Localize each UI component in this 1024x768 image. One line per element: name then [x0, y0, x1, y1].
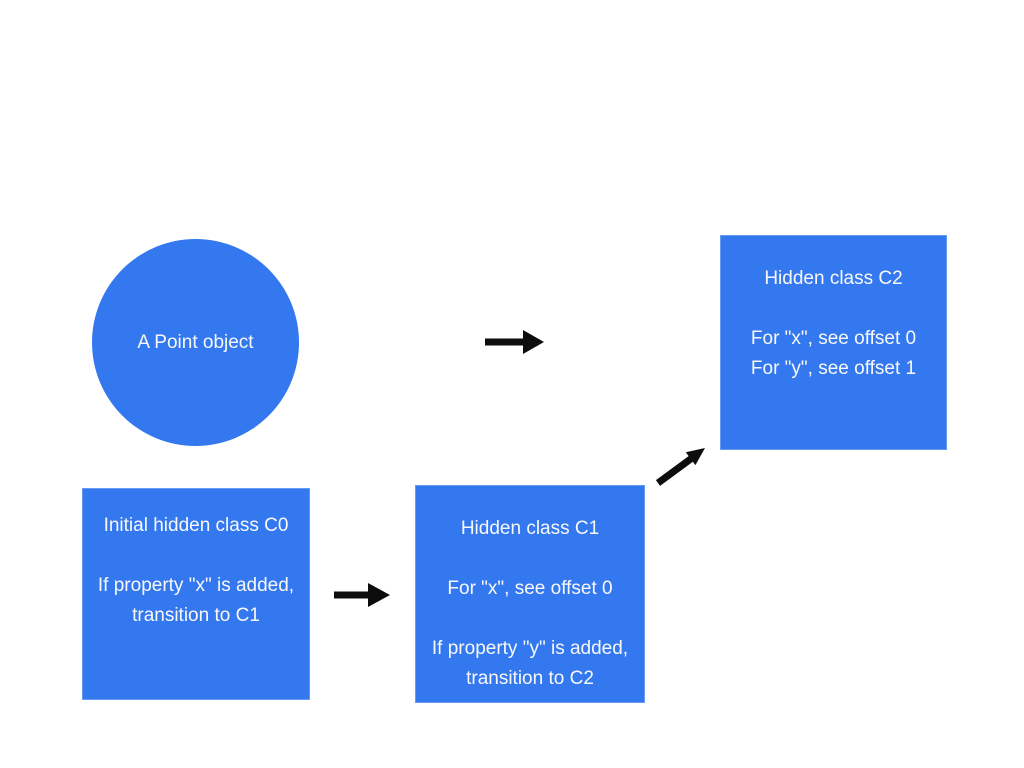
box-c2-title: Hidden class C2	[764, 268, 903, 289]
box-c1-text-line: If property "y" is added,	[431, 638, 629, 659]
arrow-right-icon	[480, 326, 550, 358]
point-object-label: A Point object	[137, 331, 254, 353]
box-c1-title: Hidden class C1	[460, 518, 600, 539]
box-c1-spacer	[416, 544, 644, 574]
box-c0-text-line: transition to C1	[132, 605, 260, 626]
box-c2-text-line: For "x", see offset 0	[750, 328, 917, 349]
box-c0-title: Initial hidden class C0	[103, 515, 289, 536]
box-c2-spacer	[721, 294, 946, 324]
box-initial-hidden-class-c0: Initial hidden class C0 If property "x" …	[82, 488, 310, 700]
box-c0-text-line: If property "x" is added,	[97, 575, 295, 596]
box-hidden-class-c1: Hidden class C1 For "x", see offset 0 If…	[415, 485, 645, 703]
arrow-up-right-icon	[650, 440, 712, 492]
box-c1-text-line: transition to C2	[466, 668, 594, 689]
box-c0-spacer	[83, 541, 309, 571]
box-hidden-class-c2: Hidden class C2 For "x", see offset 0 Fo…	[720, 235, 947, 450]
point-object-circle: A Point object	[92, 239, 299, 446]
box-c1-spacer	[416, 604, 644, 634]
box-c2-text-line: For "y", see offset 1	[750, 358, 917, 379]
box-c1-text-line: For "x", see offset 0	[447, 578, 613, 599]
arrow-right-icon	[330, 579, 394, 611]
